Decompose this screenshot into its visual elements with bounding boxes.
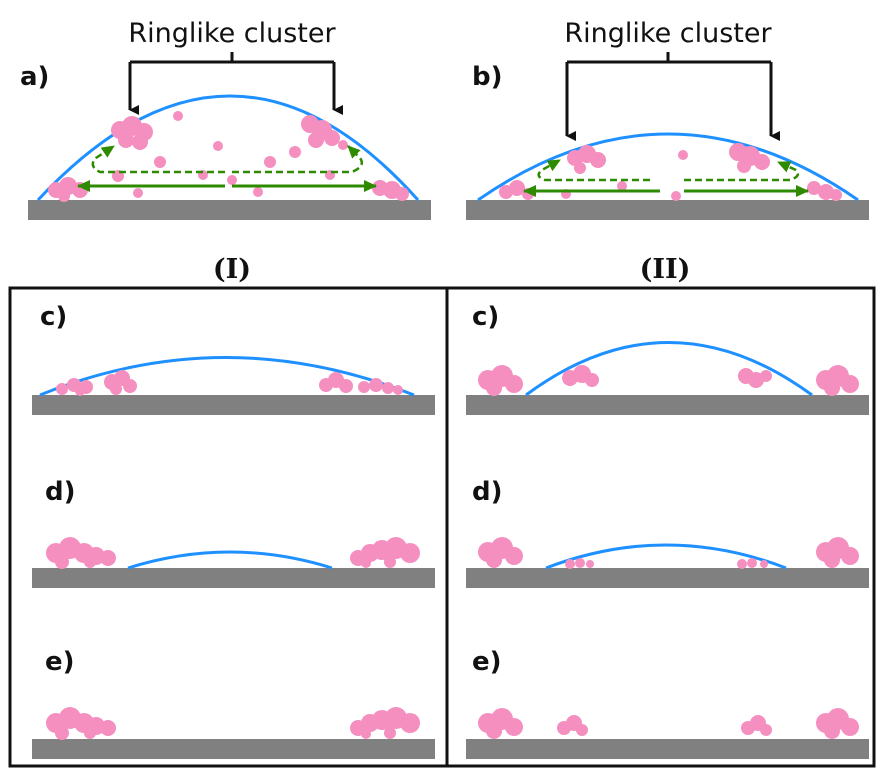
panel-c-left: c) [32, 302, 435, 415]
droplet-d-left [127, 550, 333, 570]
panel-label-c-right: c) [472, 302, 499, 332]
column-header-right: (II) [640, 254, 691, 285]
cluster-annotation-b: Ringlike cluster [564, 18, 772, 49]
panel-label-c-left: c) [40, 302, 67, 332]
column-header-left: (I) [213, 254, 251, 285]
panel-b: b) Ringlike cluster [466, 18, 869, 220]
panel-d-left: d) [32, 477, 435, 588]
panel-label-d-left: d) [45, 477, 76, 507]
droplet-c-left [39, 356, 415, 397]
substrate-b [466, 200, 869, 220]
droplet-a [36, 94, 420, 202]
cluster-annotation-a: Ringlike cluster [128, 18, 336, 49]
panel-label-a: a) [20, 62, 49, 92]
flow-arrows-b [523, 158, 809, 197]
droplet-b [477, 132, 859, 202]
panel-a: a) Ringlike cluster [20, 18, 431, 220]
panel-label-e-left: e) [45, 647, 75, 677]
frame-right [445, 286, 876, 768]
substrate-a [28, 200, 431, 220]
panel-e-left: e) [32, 647, 435, 759]
panel-label-d-right: d) [472, 477, 503, 507]
droplet-d-right [545, 543, 787, 570]
droplet-c-right [525, 341, 813, 397]
panel-e-right: e) [466, 647, 869, 759]
flow-arrows-a [77, 144, 377, 192]
panel-c-right: c) [466, 302, 869, 415]
panel-d-right: d) [466, 477, 869, 588]
panel-label-e-right: e) [472, 647, 502, 677]
frame-left [8, 286, 449, 768]
particles-a [48, 111, 409, 202]
panel-label-b: b) [472, 62, 503, 92]
